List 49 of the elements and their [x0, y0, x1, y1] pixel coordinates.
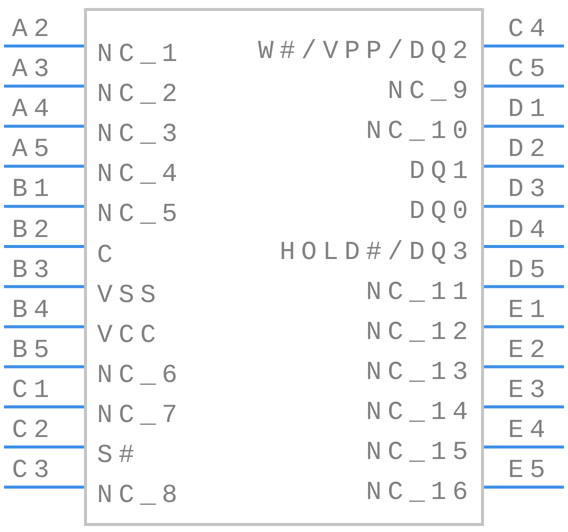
pin-number: C3: [12, 457, 56, 484]
pin-number: C5: [508, 56, 552, 82]
pin-number: E5: [508, 457, 552, 484]
pin-name: NC_9: [388, 78, 474, 104]
pin-name: HOLD#/DQ3: [280, 238, 474, 264]
pin-number: D2: [508, 136, 552, 162]
pin-number: E1: [508, 296, 552, 323]
pin-name: NC_2: [97, 81, 184, 108]
pin-number: B3: [12, 256, 56, 283]
pin-number: B4: [12, 296, 56, 323]
pin-name: NC_6: [97, 362, 184, 388]
pin-number: C2: [12, 417, 56, 443]
pin-name: NC_13: [366, 358, 474, 385]
pin-name: NC_15: [366, 439, 474, 465]
pin-number: E2: [508, 336, 552, 363]
pin-name: NC_3: [97, 121, 184, 148]
pin-number: C1: [12, 376, 56, 403]
pin-number: C4: [508, 16, 552, 42]
pin-number: D5: [508, 256, 552, 283]
pin-number: D4: [508, 216, 552, 242]
pin-name: S#: [97, 442, 140, 468]
pin-name: NC_4: [97, 161, 184, 188]
pin-number: A4: [12, 96, 56, 122]
pin-name: NC_11: [366, 278, 474, 305]
pin-name: NC_16: [366, 479, 474, 506]
pin-name: NC_8: [97, 482, 184, 508]
pin-number: D3: [508, 176, 552, 202]
pin-name: NC_12: [366, 318, 474, 345]
pin-name: DQ0: [409, 198, 474, 224]
pin-name: NC_5: [97, 201, 184, 228]
pin-number: E3: [508, 376, 552, 403]
pin-name: W#/VPP/DQ2: [258, 38, 474, 64]
pin-name: NC_7: [97, 402, 184, 428]
pin-name: C: [97, 242, 119, 268]
pin-name: DQ1: [409, 158, 474, 184]
pin-number: A3: [12, 56, 56, 82]
ic-body: [84, 8, 484, 526]
pin-number: E4: [508, 417, 552, 443]
pin-name: VSS: [97, 282, 162, 308]
pin-number: B5: [12, 336, 56, 363]
pin-name: VCC: [97, 322, 162, 348]
pin-name: NC_14: [366, 398, 474, 425]
pin-number: A5: [12, 136, 56, 162]
pin-number: A2: [12, 16, 56, 42]
pin-name: NC_1: [97, 41, 184, 67]
pin-number: D1: [508, 96, 552, 122]
pin-name: NC_10: [366, 118, 474, 144]
pin-number: B2: [12, 216, 56, 242]
pin-number: B1: [12, 176, 56, 202]
